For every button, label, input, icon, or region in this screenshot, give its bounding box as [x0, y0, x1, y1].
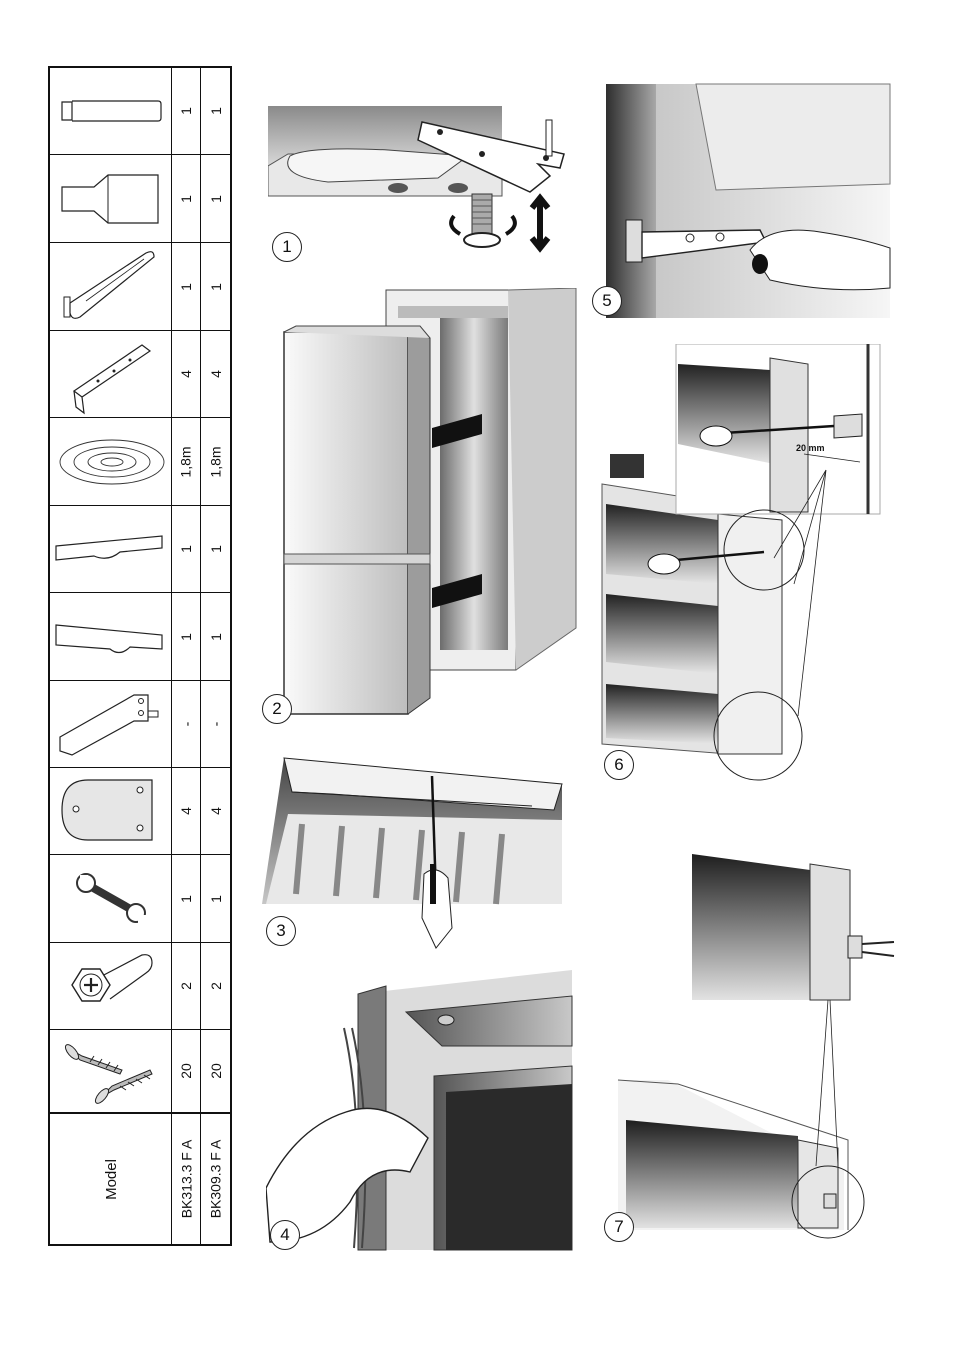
- qty-bk313: 4: [177, 807, 194, 815]
- model-label: Model: [102, 1158, 120, 1200]
- model-bk313: BK313.3 F A: [178, 1139, 195, 1219]
- qty-bk309: 1: [207, 282, 224, 291]
- top-cover-panel-icon: [50, 506, 172, 592]
- figure-step-6: 20 mm 6: [598, 344, 898, 784]
- qty-bk309: 2: [207, 982, 224, 990]
- qty-bk313: 1: [177, 894, 194, 903]
- qty-bk313: 1: [177, 194, 194, 203]
- part-row: 20 20: [50, 1030, 230, 1114]
- qty-bk309: -: [207, 721, 224, 727]
- part-row: 1 1: [50, 243, 230, 331]
- qty-bk309: 1: [207, 107, 224, 115]
- qty-bk313: 20: [177, 1063, 194, 1079]
- part-row: 1 1: [50, 155, 230, 243]
- qty-bk309: 4: [207, 807, 224, 815]
- bottom-cover-panel-icon: [50, 593, 172, 680]
- figure-step-2: 2: [260, 288, 578, 728]
- mounting-plate-icon: [50, 768, 172, 854]
- part-row: 1 1: [50, 593, 230, 681]
- spanner-icon: [50, 855, 172, 942]
- qty-bk313: 1: [177, 632, 194, 641]
- parts-table: 1 1 1 1 1 1 4 4 1,8m 1,8m 1 1: [48, 66, 232, 1246]
- step-number: 1: [272, 232, 302, 262]
- wood-screws-icon: [50, 1030, 172, 1112]
- qty-bk309: 1: [207, 632, 224, 641]
- step-number: 2: [262, 694, 292, 724]
- qty-bk309: 4: [207, 370, 224, 378]
- step-number: 6: [604, 750, 634, 780]
- model-bk309: BK309.3 F A: [207, 1139, 224, 1219]
- part-row: 2 2: [50, 943, 230, 1030]
- figure-step-7: 7: [598, 840, 898, 1252]
- qty-bk313: 2: [177, 982, 194, 990]
- qty-bk313: 1: [177, 107, 194, 115]
- step-number: 4: [270, 1220, 300, 1250]
- figure-step-5: 5: [590, 80, 892, 320]
- qty-bk309: 1,8m: [207, 445, 224, 478]
- figure-step-4: 4: [266, 966, 574, 1252]
- part-row: 1,8m 1,8m: [50, 418, 230, 506]
- figure-step-1: 1: [268, 106, 580, 266]
- part-row: - -: [50, 681, 230, 768]
- qty-bk313: -: [177, 721, 194, 727]
- dimension-label: 20 mm: [796, 443, 825, 453]
- qty-bk309: 20: [207, 1063, 224, 1079]
- qty-bk313: 1,8m: [178, 445, 194, 478]
- qty-bk313: 4: [177, 370, 194, 378]
- step-number: 3: [266, 916, 296, 946]
- plug-cap-icon: [50, 68, 172, 154]
- step-number: 7: [604, 1212, 634, 1242]
- model-row: Model BK313.3 F A BK309.3 F A: [50, 1114, 230, 1244]
- cover-cap-icon: [50, 155, 172, 242]
- part-row: 4 4: [50, 768, 230, 855]
- hex-bolt-icon: [50, 943, 172, 1029]
- qty-bk313: 1: [177, 282, 194, 291]
- qty-bk309: 1: [207, 545, 224, 553]
- part-row: 1 1: [50, 855, 230, 943]
- hinge-bracket-icon: [50, 681, 172, 767]
- part-row: 1 1: [50, 68, 230, 155]
- step-number: 5: [592, 286, 622, 316]
- angle-bracket-icon: [50, 331, 172, 417]
- sliding-rail-icon: [50, 243, 172, 330]
- qty-bk309: 1: [207, 194, 224, 203]
- part-row: 4 4: [50, 331, 230, 418]
- part-row: 1 1: [50, 506, 230, 593]
- qty-bk313: 1: [177, 545, 194, 553]
- qty-bk309: 1: [207, 894, 224, 903]
- sealing-strip-coil-icon: [50, 418, 172, 505]
- figure-step-3: 3: [262, 754, 568, 950]
